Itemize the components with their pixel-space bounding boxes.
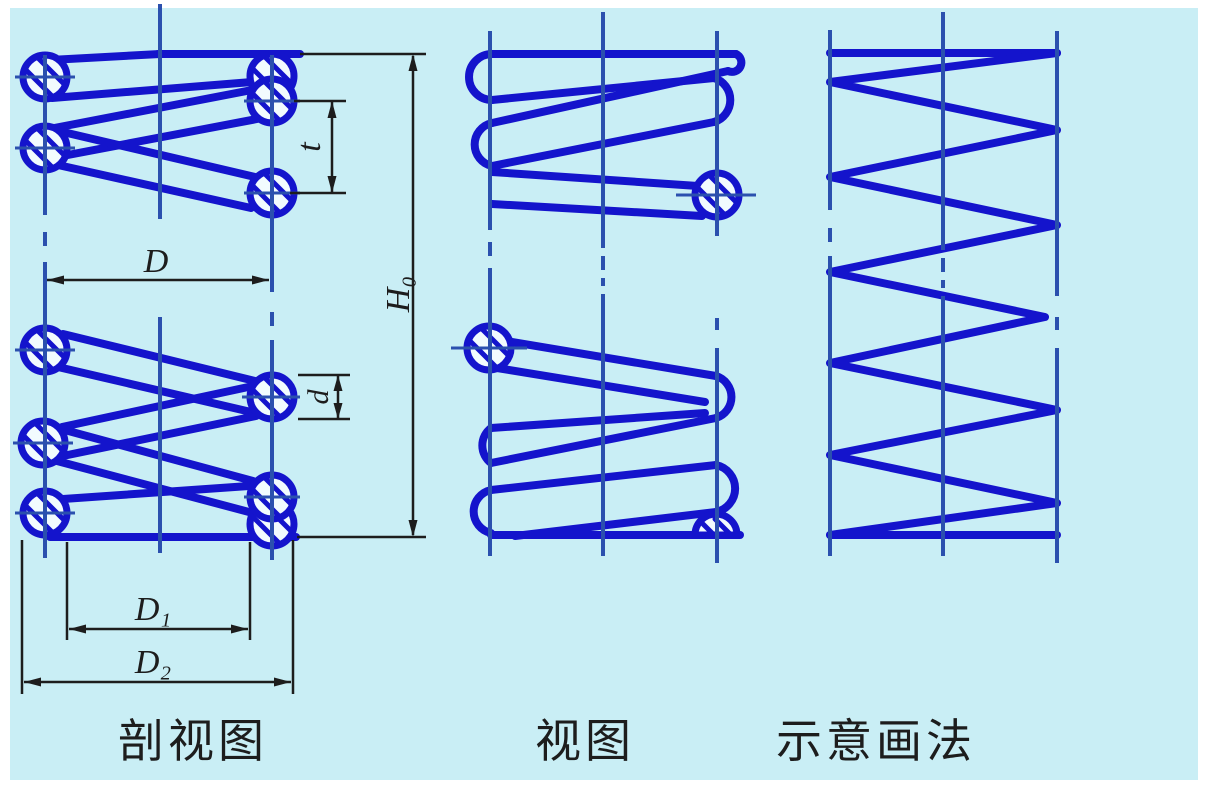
view-sectional [13, 4, 304, 560]
label-mean-diameter: D [143, 243, 169, 280]
coil-bands [45, 50, 304, 541]
dimension-free-height: H₀ [297, 52, 426, 539]
label-wire-diameter: d [302, 389, 335, 405]
centerlines-outline [451, 12, 756, 563]
view-outline [451, 12, 756, 563]
captions: 剖视图 视图 示意画法 [118, 716, 976, 767]
caption-schematic-view: 示意画法 [776, 716, 976, 767]
centerlines-sectional [13, 4, 300, 560]
dimension-mean-diameter: D [47, 243, 269, 285]
label-outer-diameter: D₂ [134, 644, 171, 681]
caption-sectional-view: 剖视图 [118, 716, 268, 767]
dimension-pitch: t [290, 99, 346, 195]
label-free-height: H₀ [380, 276, 417, 313]
centerlines-schematic [828, 12, 1059, 563]
view-schematic [826, 12, 1061, 563]
label-pitch: t [291, 141, 328, 152]
caption-outline-view: 视图 [535, 716, 635, 767]
dimensions: D t d H₀ D₁ [20, 52, 426, 694]
dimension-inner-diameter: D₁ [65, 542, 252, 640]
dimension-outer-diameter: D₂ [20, 540, 295, 694]
label-inner-diameter: D₁ [134, 591, 171, 628]
dimension-wire-diameter: d [298, 373, 350, 421]
